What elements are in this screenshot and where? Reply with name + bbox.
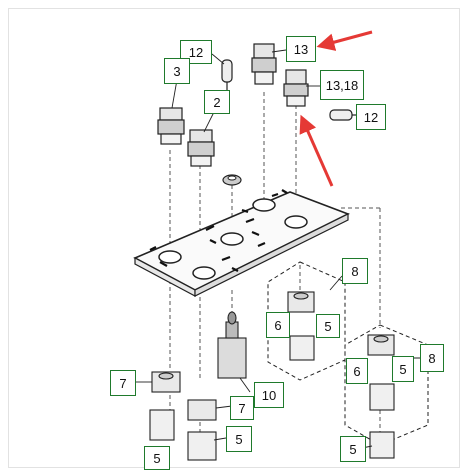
callout-10: 10 xyxy=(254,382,284,408)
mounting-plate xyxy=(133,189,350,297)
selector-head-3 xyxy=(157,107,185,145)
joystick-operator-10 xyxy=(217,311,247,379)
contact-block-left-5 xyxy=(149,409,175,441)
callout-8-right: 8 xyxy=(420,344,444,372)
callout-6-right: 6 xyxy=(346,358,368,384)
contact-block-right-lower xyxy=(369,383,395,411)
selector-head-13-18 xyxy=(283,69,309,107)
callout-5-right: 5 xyxy=(392,356,414,382)
callout-7-left: 7 xyxy=(110,370,136,396)
callout-5-bottom-right: 5 xyxy=(340,436,366,462)
callout-12-top: 12 xyxy=(180,40,212,64)
contact-block-bottom-5 xyxy=(369,431,395,459)
selector-head-2 xyxy=(187,129,215,167)
attention-arrows xyxy=(299,30,373,187)
callout-5-mid: 5 xyxy=(226,426,252,452)
contact-block-top-upper xyxy=(287,291,315,313)
diagram-frame xyxy=(8,8,460,468)
contact-block-right-upper xyxy=(367,334,395,356)
contact-block-top-lower xyxy=(289,335,315,361)
callout-6-top: 6 xyxy=(266,312,290,338)
callout-8-top: 8 xyxy=(342,258,368,284)
contact-block-mid-7 xyxy=(187,399,217,421)
callout-7-mid: 7 xyxy=(230,396,254,420)
lamp-12-top xyxy=(221,59,233,90)
contact-block-mid-5 xyxy=(187,431,217,461)
lock-nut xyxy=(222,174,242,186)
callout-5-bottom-left: 5 xyxy=(144,446,170,470)
callout-3: 3 xyxy=(164,58,190,84)
selector-head-13 xyxy=(251,43,277,85)
callout-13-18: 13,18 xyxy=(320,70,364,100)
contact-block-left-7 xyxy=(151,371,181,393)
callout-2: 2 xyxy=(204,90,230,114)
callout-12-right: 12 xyxy=(356,104,386,130)
callout-5-top: 5 xyxy=(316,314,340,338)
callout-13: 13 xyxy=(286,36,316,62)
